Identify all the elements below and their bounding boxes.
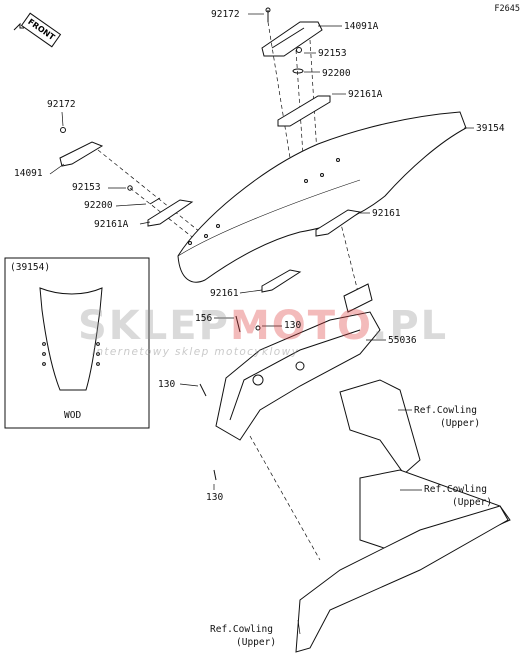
watermark-logo-part1: SKLEP	[78, 303, 230, 349]
label-92161a-top: 92161A	[348, 89, 383, 100]
damper-92161-right	[315, 209, 362, 237]
ref-cowling-1-line1: Ref.Cowling	[414, 405, 477, 416]
bolt-130-mid	[255, 325, 261, 331]
label-92161a-left: 92161A	[94, 219, 129, 230]
damper-92161-bottom	[261, 269, 302, 293]
label-130-left: 130	[158, 379, 176, 390]
label-92153-left: 92153	[72, 182, 101, 193]
ref-cowling-3-line2: (Upper)	[236, 637, 277, 648]
bracket-14091	[59, 141, 104, 167]
front-arrow-icon	[13, 22, 24, 31]
bolt-92153-left	[127, 185, 133, 191]
label-92172-left: 92172	[47, 99, 76, 110]
bolt-156	[235, 315, 241, 333]
label-92200-top: 92200	[322, 68, 351, 79]
label-130-mid: 130	[284, 320, 302, 331]
washer-92200-top	[292, 68, 304, 74]
watermark-logo-part2: MOTO	[229, 303, 373, 349]
label-14091a: 14091A	[344, 21, 379, 32]
label-92200-left: 92200	[84, 200, 113, 211]
watermark-tagline: internetowy sklep motocyklowy	[92, 346, 300, 358]
bolt-92172-left	[60, 127, 66, 133]
label-39154: 39154	[476, 123, 505, 134]
label-92172-top: 92172	[211, 9, 240, 20]
inset-ref-label: (39154)	[10, 262, 51, 273]
label-92161-bottom: 92161	[210, 288, 239, 299]
inset-caption: WOD	[64, 410, 82, 421]
ref-cowling-2-line2: (Upper)	[452, 497, 493, 508]
label-55036: 55036	[388, 335, 417, 346]
ref-cowling-2-line1: Ref.Cowling	[424, 484, 487, 495]
label-156: 156	[195, 313, 213, 324]
watermark-logo-part3: .PL	[372, 303, 449, 349]
washer-92200-left	[149, 197, 161, 205]
windshield-39154	[177, 111, 467, 283]
windshield-bracket-55036	[215, 311, 381, 441]
ref-cowling-3-line1: Ref.Cowling	[210, 624, 273, 635]
label-14091: 14091	[14, 168, 43, 179]
label-92153-top: 92153	[318, 48, 347, 59]
label-130-bottom: 130	[206, 492, 224, 503]
figure-code: F2645	[494, 4, 520, 14]
inset-windshield-view	[39, 287, 103, 391]
bolt-92172-top	[265, 7, 271, 22]
bolt-92153-top	[296, 47, 302, 53]
bolt-130-bottom	[213, 469, 217, 481]
watermark-logo: SKLEPMOTO.PL	[78, 303, 448, 349]
cowling-stay-part-1	[339, 379, 421, 475]
bolt-130-left	[199, 383, 207, 397]
bracket-14091a	[261, 21, 323, 57]
inset-box	[4, 257, 150, 429]
label-92161-right: 92161	[372, 208, 401, 219]
damper-92161a-left	[147, 199, 194, 227]
damper-92161a-top	[277, 95, 331, 127]
ref-cowling-1-line2: (Upper)	[440, 418, 481, 429]
cowling-stay-part-2	[359, 469, 511, 561]
cowling-stay-part-3	[295, 505, 509, 653]
